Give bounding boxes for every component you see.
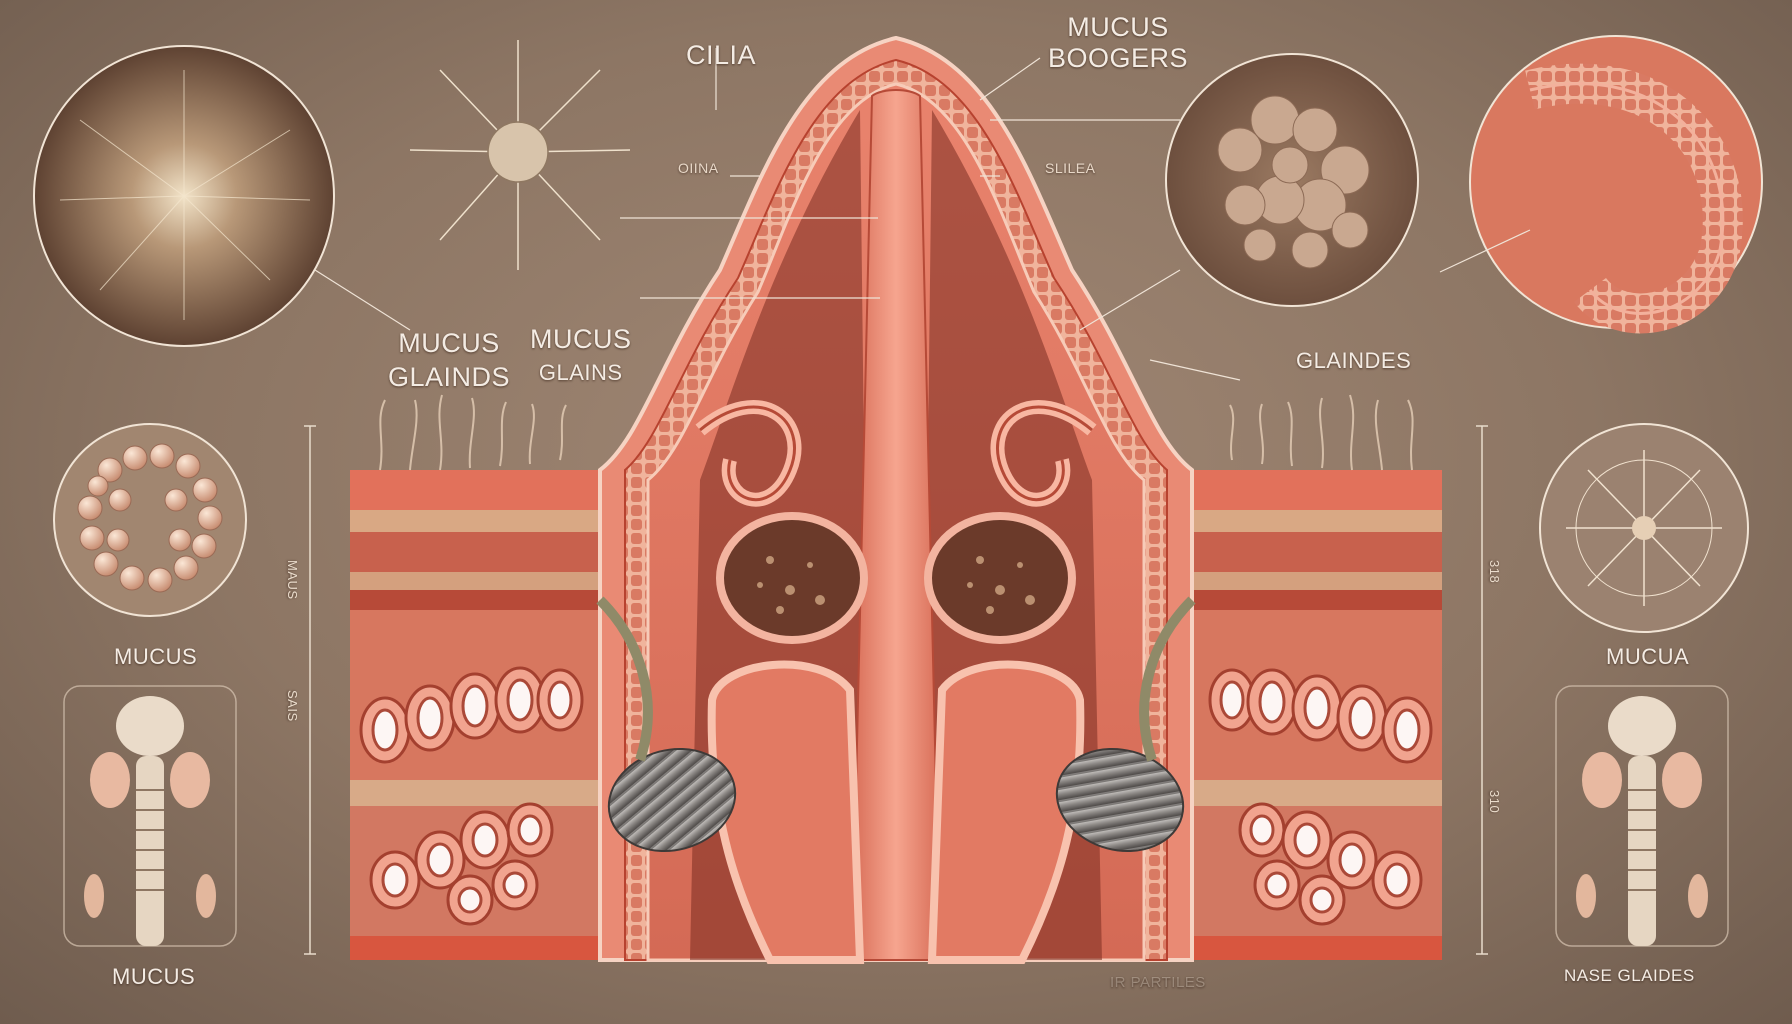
label-ir-particles: IR PARTILES [1110, 974, 1206, 991]
label-slilea: SLILEA [1045, 160, 1096, 176]
side-mark-left-top: MAUS [285, 560, 300, 600]
vessel-tubes-left [359, 666, 584, 926]
label-mucus-boogers-line2: BOOGERS [1048, 43, 1189, 73]
inset-tissue-fold [1469, 35, 1763, 334]
leader-lines [314, 48, 1531, 381]
inset-cilia-burst [33, 45, 335, 347]
label-mucus-glainds: MUCUS GLAINDS [388, 326, 510, 394]
inset-dandelion-cilia [409, 40, 631, 270]
skeleton-figure-left [63, 685, 237, 947]
side-mark-right-bottom: 310 [1487, 790, 1502, 814]
label-mucus-bottom-left: MUCUS [112, 964, 196, 989]
label-mucus-boogers-line1: MUCUS [1067, 12, 1169, 42]
label-mucus-boogers: MUCUS BOOGERS [1048, 12, 1188, 74]
label-mucus-glainds-line2: GLAINDS [388, 362, 511, 392]
label-mucua-right: MUCUA [1606, 644, 1690, 669]
inset-radial-cell [1539, 423, 1749, 633]
label-cilia: CILIA [686, 40, 757, 70]
measure-bracket-right [1476, 425, 1488, 955]
side-mark-left-bottom: SAIS [285, 690, 300, 722]
label-mucus-glains-line1: MUCUS [530, 324, 632, 354]
label-oiina: OIINA [678, 160, 719, 176]
cilia-hairs [379, 394, 1414, 471]
label-mucus-glains-line2: GLAINS [538, 360, 623, 385]
skeleton-figure-right [1555, 685, 1729, 947]
nose-cross-section [596, 35, 1196, 964]
vessel-tubes-right [1208, 668, 1433, 926]
label-mucus-left: MUCUS [114, 644, 198, 669]
measure-bracket-left [304, 425, 316, 955]
inset-booger-clump [1165, 53, 1419, 307]
inset-bead-cluster [53, 423, 247, 617]
label-mucus-glains: MUCUS GLAINS [530, 322, 632, 390]
label-glaindes: GLAINDES [1296, 348, 1412, 373]
side-mark-right-top: 318 [1487, 560, 1502, 584]
label-nase-glaides: NASE GLAIDES [1564, 966, 1695, 985]
label-mucus-glainds-line1: MUCUS [398, 328, 500, 358]
